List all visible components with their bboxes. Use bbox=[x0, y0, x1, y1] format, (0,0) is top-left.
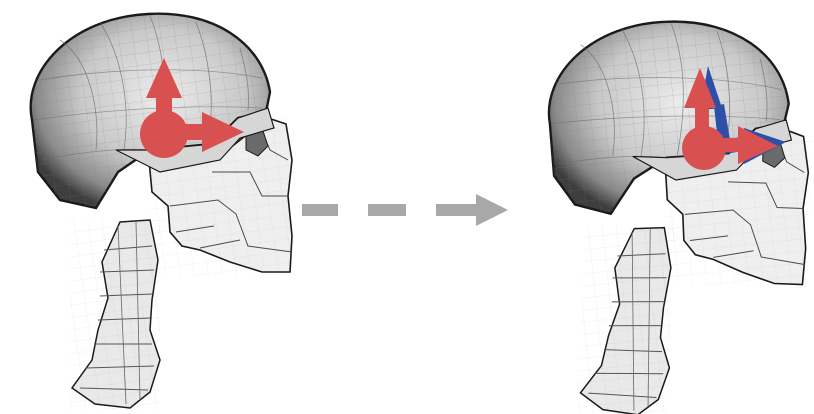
skull-model-right bbox=[538, 17, 814, 414]
transition-arrow bbox=[302, 194, 508, 226]
frame-origin bbox=[682, 126, 726, 170]
frame-origin bbox=[140, 110, 188, 158]
